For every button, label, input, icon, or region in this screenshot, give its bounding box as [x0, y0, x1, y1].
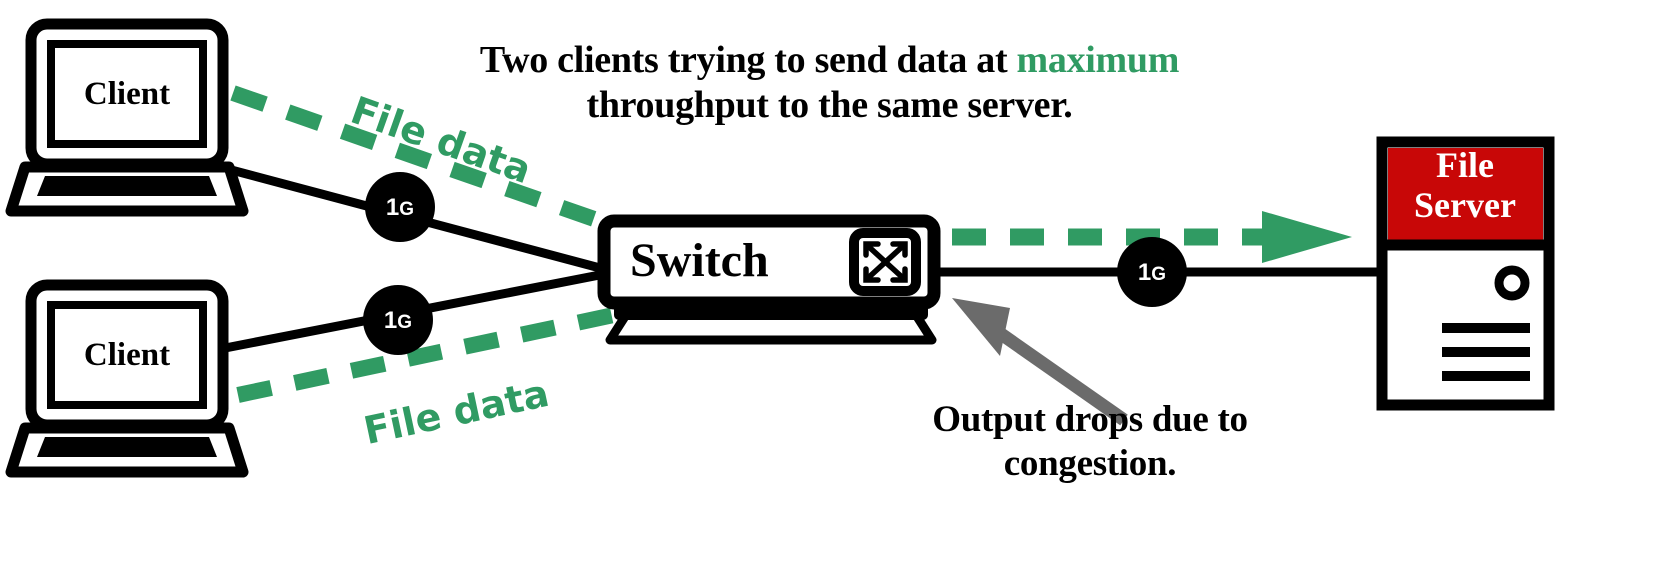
server-status-led-icon	[1494, 265, 1530, 301]
flow-dash-bottom	[236, 304, 630, 403]
congestion-note-line1: Output drops due to	[932, 399, 1248, 440]
server-label: File Server	[1385, 145, 1545, 225]
server-header-band	[1388, 148, 1543, 240]
client-bottom-device[interactable]	[5, 279, 249, 478]
server-device[interactable]	[1376, 136, 1555, 411]
speed-label-client-top: 1G	[370, 194, 430, 222]
client-top-keyboard-icon	[37, 176, 217, 196]
server-vent-lines-icon	[1442, 323, 1530, 381]
page-title-line2: throughput to the same server.	[586, 83, 1073, 126]
speed-badges-group	[363, 172, 1187, 355]
speed-badge-client-bottom	[363, 285, 433, 355]
server-label-line2: Server	[1414, 184, 1516, 225]
speed-label-client-bottom: 1G	[368, 307, 428, 335]
client-top-screen-inner	[47, 40, 207, 148]
speed-value: 1	[385, 194, 400, 221]
flow-arrowhead-icon	[1262, 211, 1352, 263]
server-label-line1: File	[1436, 145, 1494, 185]
switch-label: Switch	[630, 234, 769, 287]
callout-arrow-shaft	[980, 316, 1128, 426]
speed-badge-client-top	[365, 172, 435, 242]
congestion-callout-arrow	[952, 298, 1128, 426]
speed-value: 1	[383, 307, 398, 334]
callout-arrowhead-icon	[952, 298, 1010, 356]
flow-bottom-client	[236, 304, 630, 403]
flow-dash-top	[230, 85, 623, 236]
congestion-note-line2: congestion.	[1003, 442, 1177, 484]
speed-unit: G	[1151, 264, 1167, 285]
client-top-label: Client	[83, 76, 171, 112]
flow-switch-to-server	[952, 211, 1352, 263]
client-top-device[interactable]	[5, 18, 249, 217]
speed-label-server-link: 1G	[1122, 259, 1182, 287]
flow-top-client	[230, 85, 623, 236]
speed-badge-server-link	[1117, 237, 1187, 307]
page-title: Two clients trying to send data at maxim…	[0, 38, 1659, 128]
switch-crossed-arrows-icon	[863, 241, 908, 283]
client-bottom-keyboard-icon	[37, 437, 217, 457]
page-title-line1-lead: Two clients trying to send data at	[479, 39, 1017, 81]
switch-device[interactable]	[597, 214, 941, 345]
client-bottom-label: Client	[83, 337, 171, 373]
speed-value: 1	[1137, 259, 1152, 286]
speed-unit: G	[399, 199, 415, 220]
congestion-note: Output drops due to congestion.	[830, 398, 1350, 485]
client-bottom-screen-inner	[47, 301, 207, 409]
page-title-accent-word: maximum	[1016, 39, 1180, 81]
speed-unit: G	[397, 312, 413, 333]
